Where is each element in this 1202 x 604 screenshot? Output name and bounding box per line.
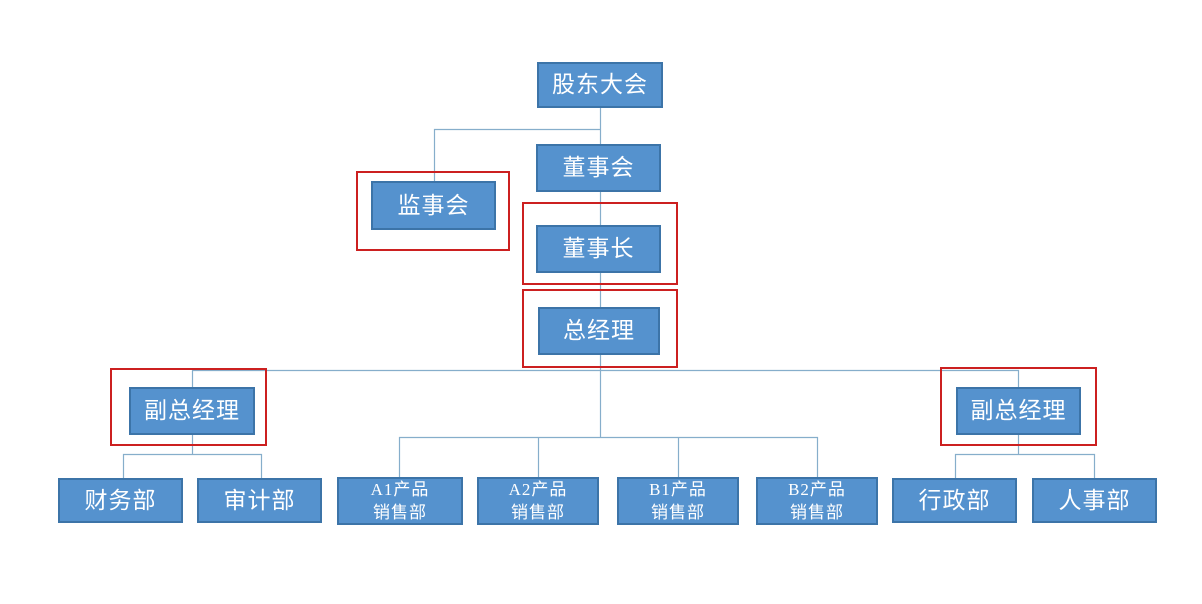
node-label: B2产品 销售部 xyxy=(788,480,846,522)
node-a2-product-sales-dept: A2产品 销售部 xyxy=(477,477,599,525)
node-label: A1产品 销售部 xyxy=(370,480,430,522)
node-b2-product-sales-dept: B2产品 销售部 xyxy=(756,477,878,525)
node-board-of-directors: 董事会 xyxy=(536,144,661,192)
node-finance-dept: 财务部 xyxy=(58,478,183,523)
connector xyxy=(954,453,1096,478)
node-label: 人事部 xyxy=(1058,487,1131,513)
node-deputy-gm-right: 副总经理 xyxy=(956,387,1081,435)
node-label: 行政部 xyxy=(918,487,991,513)
connector xyxy=(398,436,819,477)
node-audit-dept: 审计部 xyxy=(197,478,322,523)
node-a1-product-sales-dept: A1产品 销售部 xyxy=(337,477,463,525)
node-supervisory-board: 监事会 xyxy=(371,181,496,230)
node-b1-product-sales-dept: B1产品 销售部 xyxy=(617,477,739,525)
node-label: 财务部 xyxy=(84,487,157,513)
connector xyxy=(122,453,263,478)
node-chairman: 董事长 xyxy=(536,225,661,273)
node-hr-dept: 人事部 xyxy=(1032,478,1157,523)
highlight-rect-deputy-gm-left xyxy=(110,368,267,446)
node-label: 副总经理 xyxy=(144,398,240,423)
connector xyxy=(191,369,1020,387)
node-label: B1产品 销售部 xyxy=(649,480,707,522)
node-general-manager: 总经理 xyxy=(538,307,660,355)
node-shareholders-meeting: 股东大会 xyxy=(537,62,663,108)
node-label: 总经理 xyxy=(563,318,635,343)
node-label: 股东大会 xyxy=(552,72,648,97)
node-label: 董事长 xyxy=(562,236,635,261)
node-label: A2产品 销售部 xyxy=(508,480,568,522)
node-deputy-gm-left: 副总经理 xyxy=(129,387,255,435)
node-admin-dept: 行政部 xyxy=(892,478,1017,523)
node-label: 监事会 xyxy=(397,192,470,218)
node-label: 审计部 xyxy=(223,487,296,513)
node-label: 副总经理 xyxy=(970,398,1067,423)
highlight-rect-supervisory-board xyxy=(356,171,510,251)
node-label: 董事会 xyxy=(562,155,635,180)
